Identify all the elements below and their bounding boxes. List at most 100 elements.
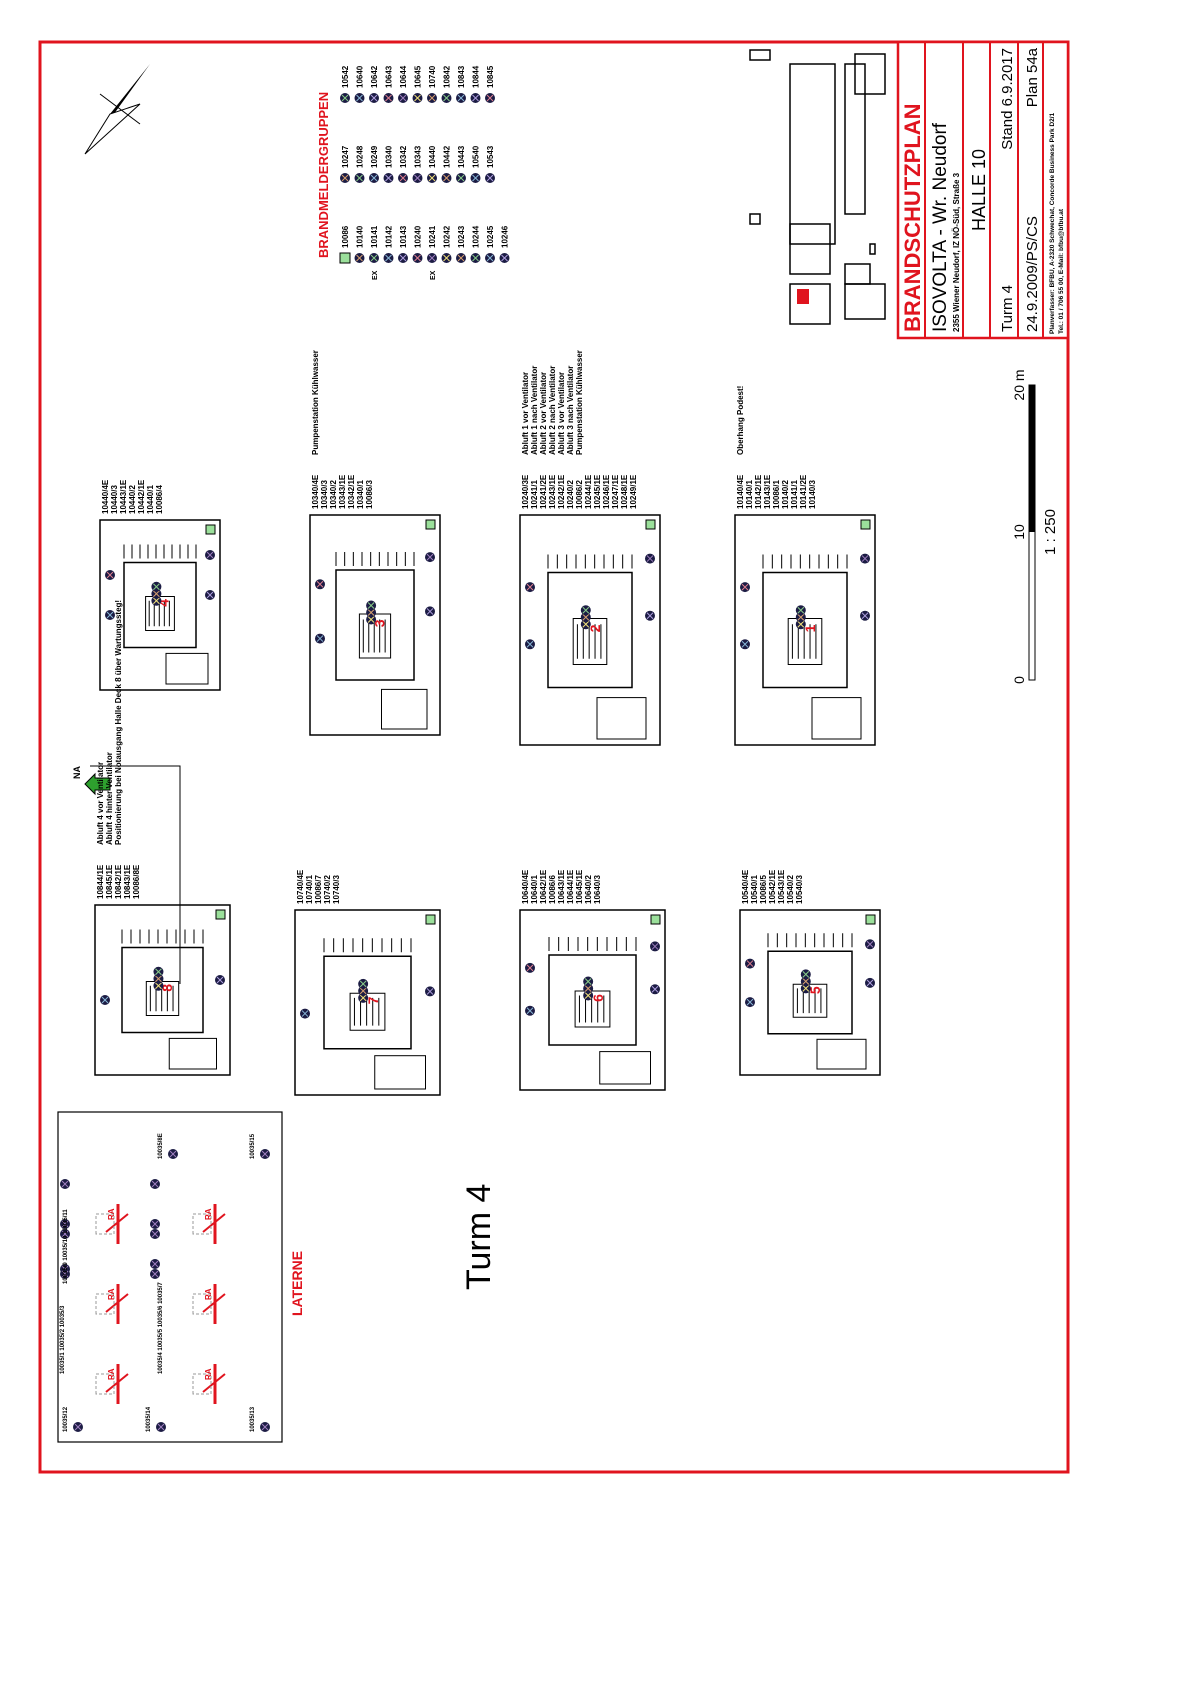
smoke-detector-icon xyxy=(105,570,115,580)
smoke-detector-icon xyxy=(645,553,655,564)
smoke-detector-icon xyxy=(800,969,811,980)
title-status: Stand 6.9.2017 xyxy=(999,48,1016,150)
unit-number: 7 xyxy=(365,996,381,1004)
detector-label: 10844/1E xyxy=(96,864,105,899)
smoke-detector-icon xyxy=(366,607,377,618)
detector-label: 10086/5 xyxy=(759,875,768,904)
legend-group-id: 10340 xyxy=(385,145,394,168)
smoke-detector-icon xyxy=(425,986,435,997)
smoke-detector-icon xyxy=(650,984,660,995)
legend-group-id: 10640 xyxy=(356,65,365,88)
detector-group-icon xyxy=(383,253,394,263)
unit-note: Pumpenstation Kühlwasser xyxy=(575,350,584,455)
detector-label: 10248/1E xyxy=(620,474,629,509)
laterne-detector-label: 10035/12 xyxy=(63,1406,69,1432)
detector-label: 10540/1 xyxy=(750,875,759,904)
detector-label: 10343/1E xyxy=(338,474,347,509)
legend-group-id: 10642 xyxy=(370,65,379,88)
scale-bar: 0 10 20 m 1 : 250 xyxy=(1011,369,1059,683)
detector-label: 10740/2 xyxy=(323,875,332,904)
unit-note: Positionierung bei Notausgang Halle Deck… xyxy=(114,600,123,845)
legend-group-id: 10740 xyxy=(428,65,437,88)
detector-label: 10240/2 xyxy=(566,480,575,509)
detector-label: 10740/4E xyxy=(296,869,305,904)
detector-group-icon xyxy=(499,253,510,263)
detector-label: 10640/4E xyxy=(521,869,530,904)
smoke-detector-icon xyxy=(800,983,811,994)
detector-group-icon xyxy=(427,253,437,263)
unit-number: 3 xyxy=(371,619,387,627)
smoke-detector-icon xyxy=(60,1179,70,1189)
detector-group-icon xyxy=(427,93,437,103)
legend-group-id: 10246 xyxy=(501,225,510,248)
key-depot-icon xyxy=(645,519,656,530)
smoke-detector-icon xyxy=(358,985,369,996)
title-tower: Turm 4 xyxy=(999,285,1016,332)
detector-group-icon xyxy=(470,253,481,263)
laterne-detector-label: 10035/14 xyxy=(146,1406,152,1432)
sheet-border xyxy=(38,40,1070,1474)
detector-label: 10340/1 xyxy=(356,480,365,509)
smoke-detector-icon xyxy=(153,980,164,991)
smoke-detector-icon xyxy=(525,582,535,593)
legend-group-id: 10242 xyxy=(443,225,452,248)
smoke-detector-icon xyxy=(795,612,806,623)
valve-icon: RA xyxy=(95,1204,129,1244)
detector-group-icon xyxy=(340,173,350,183)
detector-label: 10086/3 xyxy=(365,480,374,509)
unit-number: 6 xyxy=(590,994,606,1002)
smoke-detector-icon xyxy=(151,588,162,599)
detector-label: 10644/1E xyxy=(566,869,575,904)
legend-group-id: 10142 xyxy=(385,225,394,248)
detector-group-icon xyxy=(398,253,408,263)
laterne-detector-label: 10035/8E xyxy=(158,1133,164,1159)
smoke-detector-icon xyxy=(315,633,325,644)
unit-number: 8 xyxy=(159,984,175,992)
detector-group-icon xyxy=(412,173,423,183)
smoke-detector-icon xyxy=(580,612,591,623)
legend-group-id: 10644 xyxy=(399,65,408,88)
unit-note: Pumpenstation Kühlwasser xyxy=(311,350,320,455)
detector-group-icon xyxy=(456,253,466,263)
laterne-title: LATERNE xyxy=(289,1251,305,1316)
smoke-detector-icon xyxy=(358,992,369,1003)
detector-label: 10142/1E xyxy=(754,474,763,509)
legend-group-id: 10245 xyxy=(486,225,495,248)
detector-group-icon xyxy=(412,253,423,263)
smoke-detector-icon xyxy=(151,581,162,592)
title-address: 2355 Wiener Neudorf, IZ NÖ-Süd, Straße 3 xyxy=(952,172,961,332)
detector-label: 10141/1 xyxy=(790,480,799,509)
smoke-detector-icon xyxy=(740,582,750,593)
laterne-detector-label: 10035/15 xyxy=(250,1133,256,1159)
title-block: BRANDSCHUTZPLAN ISOVOLTA - Wr. Neudorf 2… xyxy=(896,40,1070,340)
key-depot-icon xyxy=(205,524,216,535)
detector-label: 10140/3 xyxy=(808,480,817,509)
title-date: 24.9.2009/PS/CS xyxy=(1024,216,1041,332)
unit-number: 4 xyxy=(156,599,172,607)
detector-group-icon xyxy=(383,173,394,183)
detector-group-icon xyxy=(369,173,379,183)
valve-icon: RA xyxy=(192,1204,226,1244)
legend-group-id: 10540 xyxy=(472,145,481,168)
smoke-detector-icon xyxy=(525,962,535,973)
detector-group-icon xyxy=(441,173,452,183)
detector-label: 10086/1 xyxy=(772,480,781,509)
smoke-detector-icon xyxy=(300,1008,310,1019)
detector-label: 10245/1E xyxy=(593,474,602,509)
smoke-detector-icon xyxy=(366,614,377,625)
legend-title: BRANDMELDERGRUPPEN xyxy=(316,92,331,258)
smoke-detector-icon xyxy=(100,995,110,1005)
key-depot-icon xyxy=(215,909,226,920)
legend-group-id: 10248 xyxy=(356,145,365,168)
detector-label: 10086/6 xyxy=(548,875,557,904)
drawing-title: Turm 4 xyxy=(460,1184,498,1290)
legend-group-id: 10140 xyxy=(356,225,365,248)
key-depot-icon xyxy=(339,252,351,264)
key-depot-icon xyxy=(425,914,436,925)
detector-label: 10443/1E xyxy=(119,479,128,514)
